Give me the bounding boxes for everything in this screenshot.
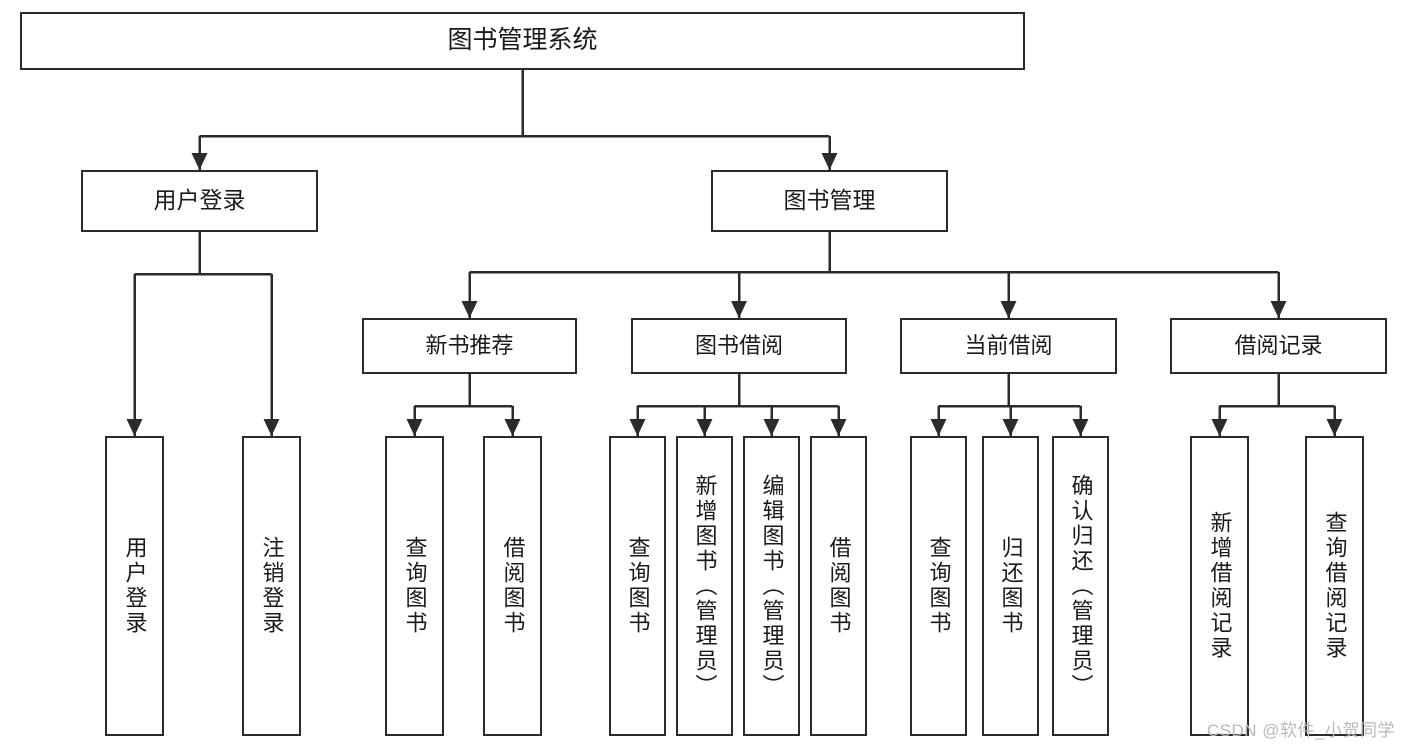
node-leaf-user-login[interactable]: 用户登录 [105,436,164,736]
node-user-login-branch-label: 用户登录 [153,187,246,214]
node-user-login-branch[interactable]: 用户登录 [81,170,318,232]
node-book-borrow-group[interactable]: 图书借阅 [631,318,847,374]
node-leaf-current-return-label: 归还图书 [998,536,1024,636]
node-leaf-current-return[interactable]: 归还图书 [982,436,1039,736]
node-leaf-record-add-label: 新增借阅记录 [1207,511,1233,661]
node-new-book-group[interactable]: 新书推荐 [362,318,577,374]
node-borrow-record-group[interactable]: 借阅记录 [1170,318,1387,374]
node-leaf-borrow-edit-label: 编辑图书（管理员） [759,473,785,699]
node-leaf-newbook-borrow-label: 借阅图书 [500,536,526,636]
node-leaf-record-query[interactable]: 查询借阅记录 [1305,436,1364,736]
node-leaf-newbook-query-label: 查询图书 [402,536,428,636]
node-leaf-borrow-borrow[interactable]: 借阅图书 [810,436,867,736]
node-book-borrow-group-label: 图书借阅 [694,332,783,358]
node-leaf-newbook-query[interactable]: 查询图书 [385,436,444,736]
node-book-manage-branch[interactable]: 图书管理 [711,170,948,232]
node-leaf-user-logout-label: 注销登录 [259,536,285,636]
node-leaf-record-add[interactable]: 新增借阅记录 [1190,436,1249,736]
node-leaf-user-logout[interactable]: 注销登录 [242,436,301,736]
node-new-book-group-label: 新书推荐 [425,332,514,358]
node-leaf-record-query-label: 查询借阅记录 [1322,511,1348,661]
node-leaf-current-confirm-label: 确认归还（管理员） [1068,473,1094,699]
node-leaf-borrow-query-label: 查询图书 [625,536,651,636]
node-root-system[interactable]: 图书管理系统 [20,12,1025,70]
node-current-borrow-group-label: 当前借阅 [964,332,1053,358]
node-book-manage-branch-label: 图书管理 [783,187,876,214]
node-leaf-borrow-borrow-label: 借阅图书 [826,536,852,636]
node-leaf-current-query-label: 查询图书 [926,536,952,636]
node-leaf-current-query[interactable]: 查询图书 [910,436,967,736]
node-leaf-borrow-add-label: 新增图书（管理员） [692,473,718,699]
node-leaf-user-login-label: 用户登录 [122,536,148,636]
node-leaf-borrow-add[interactable]: 新增图书（管理员） [676,436,733,736]
node-leaf-current-confirm[interactable]: 确认归还（管理员） [1052,436,1109,736]
node-borrow-record-group-label: 借阅记录 [1234,332,1323,358]
node-leaf-borrow-edit[interactable]: 编辑图书（管理员） [743,436,800,736]
csdn-watermark: CSDN @软件_小贺同学 [1206,721,1395,740]
node-current-borrow-group[interactable]: 当前借阅 [900,318,1117,374]
node-leaf-borrow-query[interactable]: 查询图书 [609,436,666,736]
node-leaf-newbook-borrow[interactable]: 借阅图书 [483,436,542,736]
node-root-system-label: 图书管理系统 [447,26,598,55]
